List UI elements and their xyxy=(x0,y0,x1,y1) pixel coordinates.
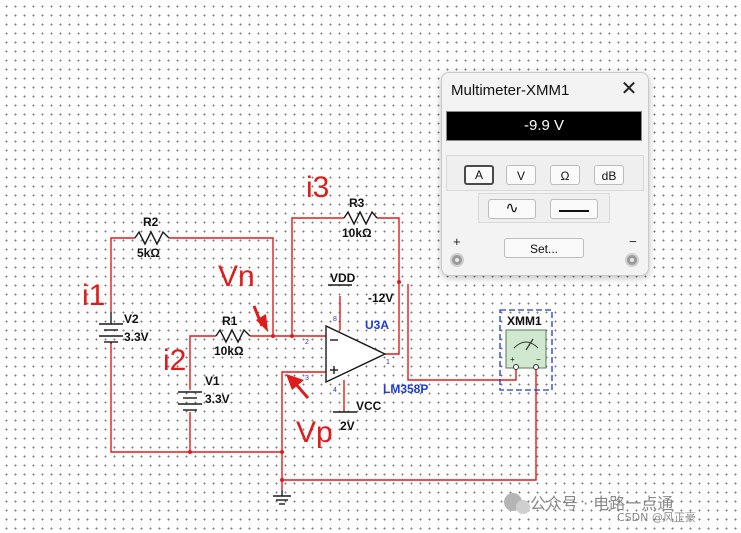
svg-text:V1: V1 xyxy=(205,374,220,388)
svg-text:-12V: -12V xyxy=(368,291,393,305)
arrow-vn-icon xyxy=(256,314,268,332)
close-icon[interactable]: ✕ xyxy=(620,78,638,100)
svg-text:−: − xyxy=(536,355,541,364)
dc-mode-button[interactable] xyxy=(550,199,598,219)
svg-text:R1: R1 xyxy=(222,314,238,328)
volts-button[interactable]: V xyxy=(506,165,536,185)
svg-text:1: 1 xyxy=(386,359,390,366)
battery-v1[interactable]: V1 3.3V xyxy=(178,374,230,411)
svg-text:V2: V2 xyxy=(124,312,139,326)
ac-mode-button[interactable]: ∿ xyxy=(488,199,536,219)
arrow-vp-icon xyxy=(286,374,304,390)
supply-vdd: VDD -12V xyxy=(328,271,393,305)
svg-text:5kΩ: 5kΩ xyxy=(137,246,160,260)
opamp-u3a[interactable]: 2 3 1 8 4 U3A LM358P xyxy=(305,316,428,396)
svg-text:U3A: U3A xyxy=(365,318,389,332)
svg-text:3: 3 xyxy=(305,375,309,382)
positive-terminal[interactable] xyxy=(450,253,464,267)
wires xyxy=(110,217,537,490)
svg-text:R3: R3 xyxy=(349,196,365,210)
multimeter-display: -9.9 V xyxy=(446,111,642,141)
svg-text:VDD: VDD xyxy=(330,271,356,285)
supply-vcc: VCC 2V xyxy=(333,399,382,433)
svg-text:R2: R2 xyxy=(143,215,159,229)
junctions xyxy=(188,280,401,482)
annotation-i2: i2 xyxy=(163,344,186,377)
ac-wave-icon: ∿ xyxy=(505,200,519,217)
multimeter-window[interactable]: Multimeter-XMM1 ✕ -9.9 V A V Ω dB ∿ Set.… xyxy=(441,72,649,276)
svg-text:10kΩ: 10kΩ xyxy=(214,344,244,358)
minus-label: − xyxy=(629,234,637,249)
plus-label: + xyxy=(453,234,461,249)
db-button[interactable]: dB xyxy=(594,165,624,185)
svg-text:10kΩ: 10kΩ xyxy=(342,226,372,240)
dc-line-icon xyxy=(559,209,589,212)
ground-symbol xyxy=(273,490,291,505)
resistor-r3[interactable]: R3 10kΩ xyxy=(342,196,378,240)
resistor-r1[interactable]: R1 10kΩ xyxy=(214,314,251,358)
ohms-button[interactable]: Ω xyxy=(550,165,580,185)
annotations: i1 i2 i3 Vn Vp xyxy=(82,171,333,449)
svg-text:XMM1: XMM1 xyxy=(507,314,542,328)
annotation-i3: i3 xyxy=(306,171,329,204)
negative-terminal[interactable] xyxy=(625,253,639,267)
watermark: 公众号 · 电路一点通 CSDN @风正豪 xyxy=(504,493,696,524)
svg-text:8: 8 xyxy=(333,316,337,323)
resistor-r2[interactable]: R2 5kΩ xyxy=(134,215,170,260)
battery-v2[interactable]: V2 3.3V xyxy=(99,312,149,344)
svg-text:VCC: VCC xyxy=(356,399,382,413)
multimeter-title: Multimeter-XMM1 xyxy=(451,82,570,99)
annotation-vn: Vn xyxy=(218,260,255,293)
svg-text:LM358P: LM358P xyxy=(383,382,428,396)
svg-text:+: + xyxy=(510,355,515,364)
svg-text:CSDN @风正豪: CSDN @风正豪 xyxy=(617,510,696,524)
svg-text:2: 2 xyxy=(305,339,309,346)
annotation-vp: Vp xyxy=(296,416,333,449)
set-button[interactable]: Set... xyxy=(504,238,584,258)
svg-text:2V: 2V xyxy=(340,419,355,433)
annotation-i1: i1 xyxy=(82,279,105,312)
amps-button[interactable]: A xyxy=(464,165,494,185)
svg-text:3.3V: 3.3V xyxy=(124,330,149,344)
svg-text:公众号 · 电路一点通: 公众号 · 电路一点通 xyxy=(530,494,673,513)
svg-text:3.3V: 3.3V xyxy=(205,392,230,406)
multimeter-symbol-xmm1[interactable]: XMM1 + − xyxy=(499,309,553,391)
svg-text:4: 4 xyxy=(333,387,337,394)
